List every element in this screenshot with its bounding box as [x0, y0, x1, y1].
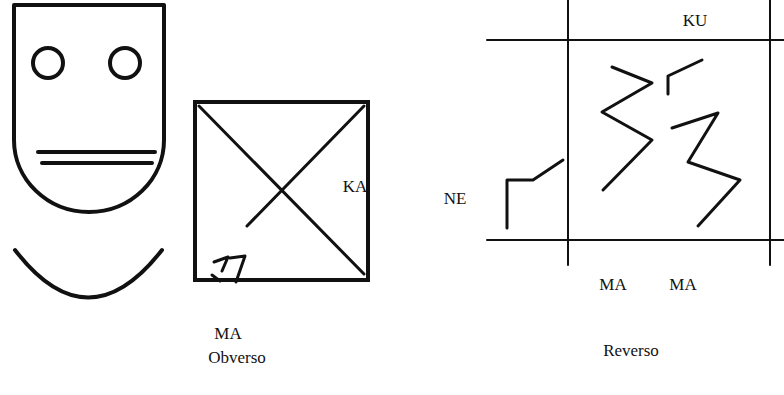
sign-reading: NE [444, 190, 467, 207]
sign-reading: MA [214, 325, 241, 342]
sign-reading: MA [599, 276, 626, 293]
ne-sign [507, 160, 563, 228]
sign-reading: KU [683, 12, 708, 29]
face-outline [14, 5, 164, 212]
side-caption: Reverso [603, 342, 659, 359]
ma-sign [672, 113, 740, 226]
diagonal [247, 106, 364, 226]
sign-reading: KA [343, 178, 368, 195]
mouth-line [42, 161, 152, 165]
grid-line [487, 239, 784, 241]
eye [33, 48, 63, 78]
side-caption: Obverso [208, 349, 266, 366]
diagonal [199, 106, 364, 274]
sign-square: KA [193, 100, 370, 282]
ku-sign [668, 60, 702, 94]
chin-arc [15, 250, 162, 298]
grid-line [567, 0, 569, 265]
grid-line [487, 39, 784, 41]
sign-reading: MA [669, 276, 696, 293]
grid-line [769, 0, 771, 265]
mouth-line [38, 150, 155, 154]
eye [110, 48, 140, 78]
ma-sign [602, 67, 652, 190]
